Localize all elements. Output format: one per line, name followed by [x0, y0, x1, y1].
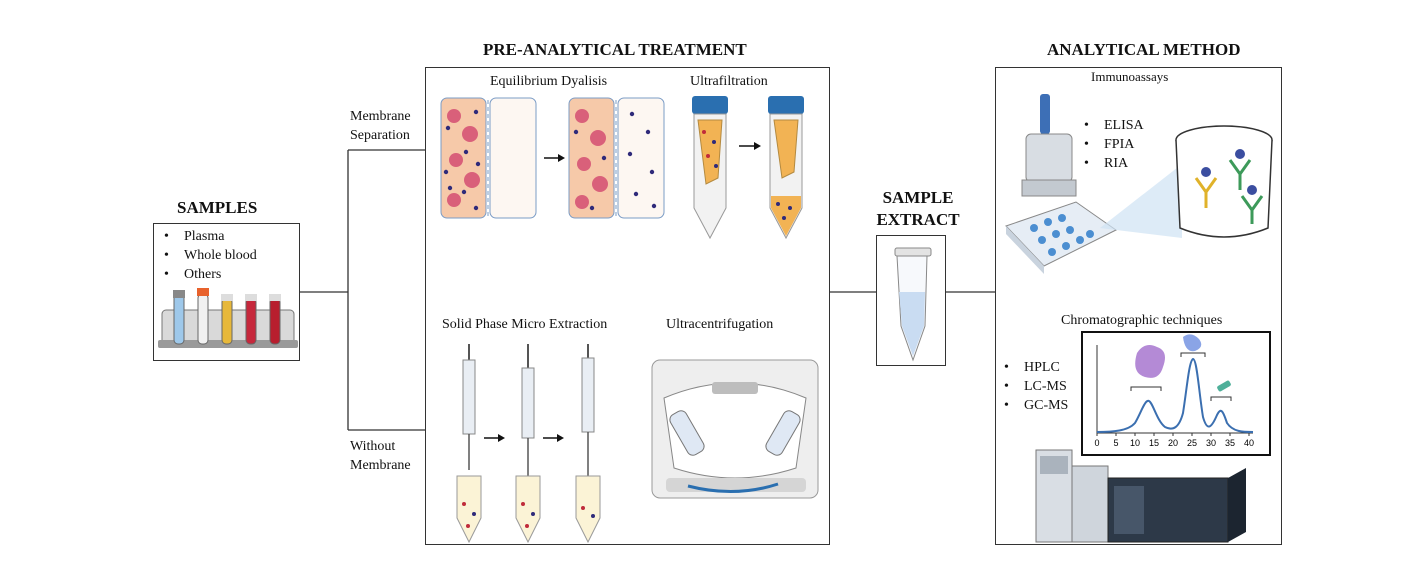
branch-label: Membrane [350, 109, 411, 124]
ultracentrifuge-illustration [651, 359, 819, 499]
spme-syringe-3 [575, 344, 601, 544]
analytical-box: Immunoassays ELISA FPIA RIA [995, 67, 1282, 545]
chromatographic-item: GC-MS [1004, 396, 1068, 415]
analytical-illustrations [1005, 94, 1273, 543]
branch-label: Without [350, 439, 396, 454]
immunoassays-label: Immunoassays [1091, 69, 1169, 84]
samples-box: Plasma Whole blood Others [153, 223, 300, 361]
ultrafiltration-label: Ultrafiltration [690, 74, 768, 89]
samples-item: Plasma [164, 227, 257, 246]
branch-label: Separation [350, 128, 410, 143]
sample-extract-title: SAMPLE EXTRACT [876, 187, 960, 231]
hplc-instrument-icon [1035, 449, 1246, 543]
well-plate-icon [1005, 201, 1117, 274]
x-tick-label: 5 [1113, 438, 1118, 448]
dialysis-before-illustration [440, 97, 537, 219]
dialysis-after-illustration [568, 97, 665, 219]
chromatogram-inset: 0 5 10 15 20 25 30 35 40 [1081, 331, 1271, 456]
x-tick-label: 30 [1206, 438, 1216, 448]
samples-title: SAMPLES [177, 198, 258, 217]
samples-list: Plasma Whole blood Others [164, 227, 257, 284]
pre-analytical-illustrations [440, 96, 819, 544]
ultrafiltration-tube-before [692, 96, 728, 240]
ultracentrifugation-label: Ultracentrifugation [666, 317, 774, 332]
x-tick-label: 20 [1168, 438, 1178, 448]
antibody-well-icon [1175, 125, 1273, 238]
spme-label: Solid Phase Micro Extraction [442, 317, 608, 332]
chromatographic-item: LC-MS [1004, 377, 1068, 396]
chromatographic-item: HPLC [1004, 358, 1068, 377]
x-tick-label: 10 [1130, 438, 1140, 448]
spme-syringe-2 [515, 344, 541, 544]
samples-item: Others [164, 265, 257, 284]
ultrafiltration-tube-after [768, 96, 804, 240]
samples-item: Whole blood [164, 246, 257, 265]
dialysis-label: Equilibrium Dyalisis [490, 74, 608, 89]
branch-label: Membrane [350, 458, 411, 473]
immunoassay-item: RIA [1084, 154, 1144, 173]
chromatogram-x-axis: 0 5 10 15 20 25 30 35 40 [1094, 433, 1254, 448]
multichannel-pipette-icon [1021, 94, 1077, 197]
x-tick-label: 40 [1244, 438, 1254, 448]
immunoassay-item: ELISA [1084, 116, 1144, 135]
spme-syringe-1 [456, 344, 482, 544]
x-tick-label: 15 [1149, 438, 1159, 448]
x-tick-label: 25 [1187, 438, 1197, 448]
branch-without-membrane: Without Membrane [350, 437, 411, 475]
chromatogram-plot: 0 5 10 15 20 25 30 35 40 [1094, 334, 1254, 448]
chromatographic-list: HPLC LC-MS GC-MS [1004, 358, 1068, 415]
x-tick-label: 0 [1094, 438, 1099, 448]
immunoassay-item: FPIA [1084, 135, 1144, 154]
sample-extract-title-line: EXTRACT [876, 210, 960, 229]
sample-extract-title-line: SAMPLE [882, 188, 954, 207]
analytical-title: ANALYTICAL METHOD [1047, 40, 1241, 59]
branch-membrane-separation: Membrane Separation [350, 107, 411, 145]
tube-rack-illustration [158, 288, 298, 348]
chromatographic-label: Chromatographic techniques [1061, 313, 1223, 328]
eppendorf-tube-icon [894, 247, 932, 362]
pre-analytical-title: PRE-ANALYTICAL TREATMENT [483, 40, 747, 59]
x-tick-label: 35 [1225, 438, 1235, 448]
sample-extract-box [876, 235, 946, 366]
pre-analytical-box: Equilibrium Dyalisis Ultrafiltration Sol… [425, 67, 830, 545]
immunoassays-list: ELISA FPIA RIA [1084, 116, 1144, 173]
